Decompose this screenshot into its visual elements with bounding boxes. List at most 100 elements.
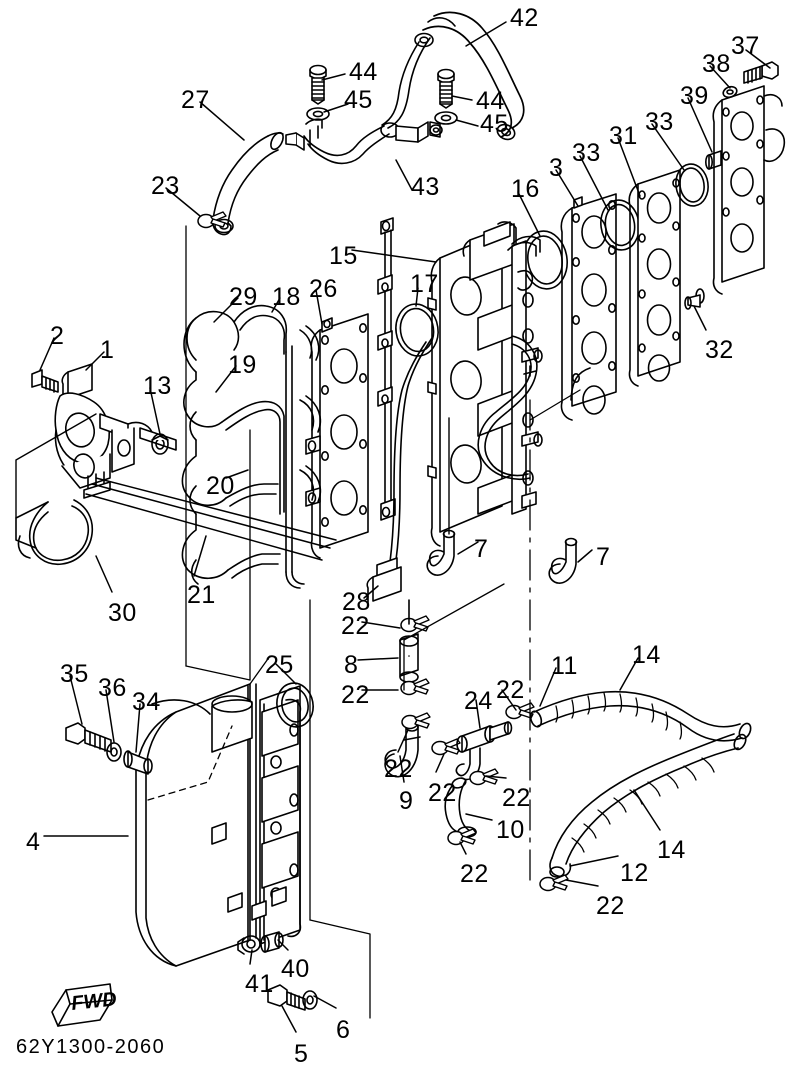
rod-15 <box>377 217 396 521</box>
part-callout-13: 13 <box>143 372 172 400</box>
part-callout-1: 1 <box>100 336 115 364</box>
washer-6 <box>302 990 318 1010</box>
part-callout-22: 22 <box>341 681 370 709</box>
clamp-22-a <box>400 615 430 633</box>
part-callout-41: 41 <box>245 970 274 998</box>
filter-8 <box>399 633 419 683</box>
part-callout-2: 2 <box>50 322 65 350</box>
bolt-5 <box>267 984 306 1011</box>
bolt-32 <box>684 288 705 310</box>
gasket-31 <box>628 169 681 387</box>
elbow-7-right <box>548 537 578 584</box>
dowel-39 <box>704 150 722 170</box>
part-callout-38: 38 <box>702 50 731 78</box>
part-callout-36: 36 <box>98 674 127 702</box>
part-callout-21: 21 <box>187 581 216 609</box>
part-callout-14: 14 <box>657 836 686 864</box>
washer-36 <box>106 742 122 762</box>
part-callout-25: 25 <box>265 651 294 679</box>
hose-42 <box>422 11 525 141</box>
part-callout-42: 42 <box>510 4 539 32</box>
part-callout-3: 3 <box>549 154 564 182</box>
part-callout-44: 44 <box>476 87 505 115</box>
elbow-7-left <box>426 529 456 576</box>
oring-33-b <box>675 163 709 207</box>
engine-block-fragment <box>712 85 786 295</box>
part-callout-26: 26 <box>309 275 338 303</box>
part-callout-8: 8 <box>344 651 359 679</box>
washer-45-right <box>434 111 458 125</box>
part-callout-37: 37 <box>731 32 760 60</box>
fwd-marker <box>51 983 113 1027</box>
silencer-cover-4 <box>135 683 302 967</box>
part-callout-20: 20 <box>206 472 235 500</box>
part-callout-45: 45 <box>344 86 373 114</box>
clamp-22-c <box>401 712 431 730</box>
part-callout-6: 6 <box>336 1016 351 1044</box>
part-callout-4: 4 <box>26 828 41 856</box>
part-callout-22: 22 <box>596 892 625 920</box>
svg-text:FWD: FWD <box>70 988 118 1015</box>
joint-24 <box>455 721 513 781</box>
washer-38 <box>722 85 738 99</box>
part-callout-22: 22 <box>384 755 413 783</box>
diagram-code-label: 62Y1300-2060 <box>16 1036 166 1058</box>
pipe-43 <box>285 32 443 165</box>
hose-bundle <box>181 304 305 589</box>
part-callout-35: 35 <box>60 660 89 688</box>
part-callout-30: 30 <box>108 599 137 627</box>
fuel-pump-1 <box>54 363 177 499</box>
part-callout-22: 22 <box>496 676 525 704</box>
small-hoses <box>299 325 322 503</box>
gasket-3 <box>560 193 617 421</box>
part-callout-28: 28 <box>342 588 371 616</box>
part-callout-12: 12 <box>620 859 649 887</box>
part-callout-29: 29 <box>229 283 258 311</box>
part-callout-9: 9 <box>399 787 414 815</box>
part-callout-19: 19 <box>228 351 257 379</box>
hose-14-upper <box>529 690 752 742</box>
grommet-41 <box>237 935 261 955</box>
clamp-22-d <box>431 738 461 756</box>
part-callout-22: 22 <box>460 860 489 888</box>
part-callout-7: 7 <box>474 535 489 563</box>
part-callout-27: 27 <box>181 86 210 114</box>
part-callout-33: 33 <box>572 139 601 167</box>
part-callout-15: 15 <box>329 242 358 270</box>
hose-30 <box>15 499 94 565</box>
hose-27 <box>212 131 284 236</box>
fuelline-17 <box>389 337 433 563</box>
part-callout-44: 44 <box>349 58 378 86</box>
part-callout-5: 5 <box>294 1040 309 1068</box>
carburetor-assembly <box>427 221 543 547</box>
part-callout-10: 10 <box>496 816 525 844</box>
washer-45-left <box>306 107 330 121</box>
gasket-26 <box>305 313 369 559</box>
collar-40 <box>260 931 284 953</box>
part-callout-33: 33 <box>645 108 674 136</box>
part-callout-17: 17 <box>410 270 439 298</box>
part-callout-24: 24 <box>464 687 493 715</box>
pump-rods <box>85 477 337 561</box>
part-callout-14: 14 <box>632 641 661 669</box>
part-callout-23: 23 <box>151 172 180 200</box>
bolt-35 <box>65 722 112 753</box>
part-callout-11: 11 <box>551 652 578 680</box>
oring-25 <box>276 682 314 728</box>
hose-14-lower <box>549 733 747 878</box>
part-callout-34: 34 <box>132 688 161 716</box>
bolt-44-right <box>437 68 455 109</box>
bolt-37 <box>743 61 779 84</box>
part-callout-18: 18 <box>272 283 301 311</box>
part-callout-32: 32 <box>705 336 734 364</box>
oring-16 <box>522 230 568 290</box>
part-callout-22: 22 <box>502 784 531 812</box>
part-callout-39: 39 <box>680 82 709 110</box>
part-callout-31: 31 <box>609 122 638 150</box>
part-callout-16: 16 <box>511 175 540 203</box>
part-callout-43: 43 <box>411 173 440 201</box>
connector-28 <box>366 557 402 607</box>
part-callout-22: 22 <box>428 779 457 807</box>
